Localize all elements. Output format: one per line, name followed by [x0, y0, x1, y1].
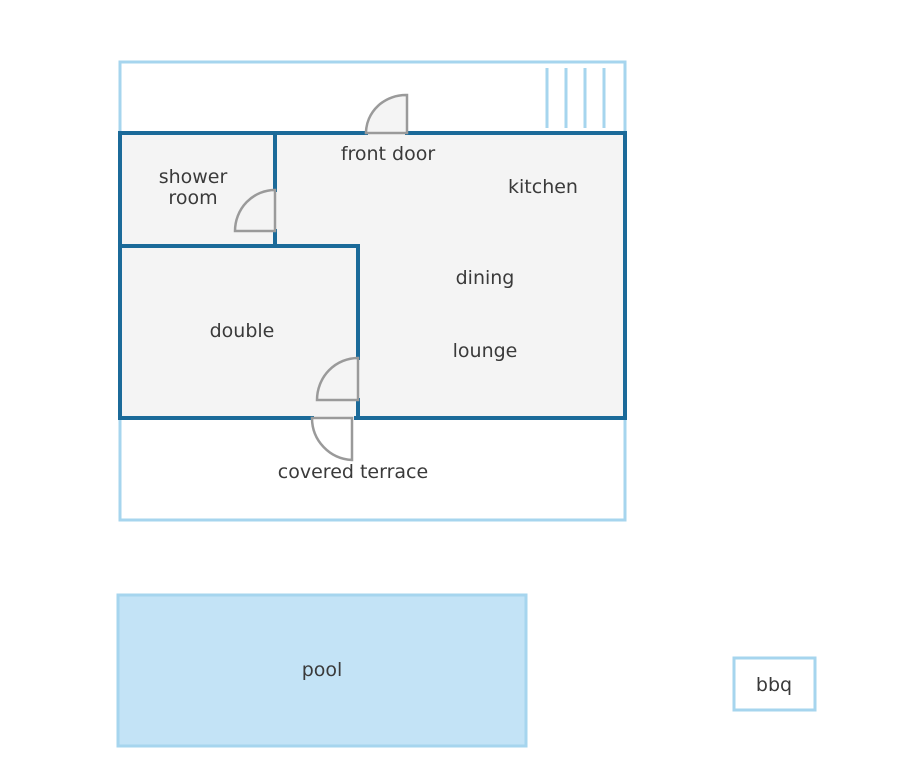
front-door-label: front door: [341, 143, 436, 165]
pool: [116, 593, 528, 748]
lounge-label: lounge: [453, 340, 518, 362]
front-door-swing: [364, 93, 409, 135]
interior-walls: [118, 131, 360, 420]
pool-label: pool: [302, 659, 343, 681]
stairs: [545, 68, 606, 128]
shower-room-label-line2: room: [168, 187, 217, 209]
house-floor: [120, 133, 625, 418]
shower-room-label-line1: shower: [159, 166, 228, 188]
shower-door-swing: [233, 188, 277, 233]
double-door-swing: [315, 356, 360, 402]
bbq-label: bbq: [756, 674, 792, 696]
terrace-door-swing: [310, 416, 354, 462]
bbq: [732, 656, 817, 712]
kitchen-label: kitchen: [508, 176, 578, 198]
double-label: double: [210, 320, 275, 342]
doors: [233, 93, 409, 462]
exterior-walls: [118, 131, 627, 420]
covered-terrace-label: covered terrace: [278, 461, 428, 483]
dining-label: dining: [456, 267, 515, 289]
